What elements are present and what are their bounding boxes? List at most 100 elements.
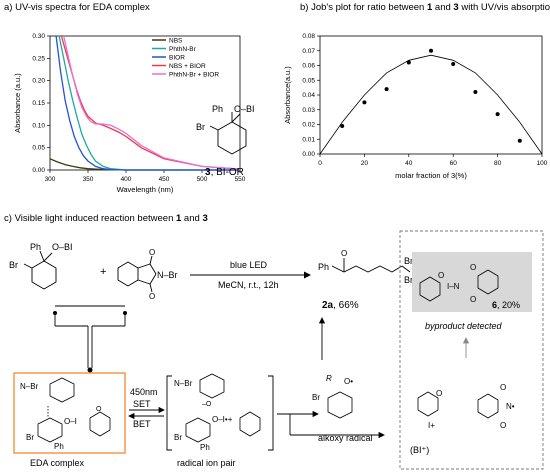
- product-br2-label: Br: [404, 275, 413, 285]
- y-tick-label: 0.01: [302, 136, 315, 143]
- legend-label: NBS + BIOR: [169, 63, 206, 70]
- alkoxy-radical-label: alkoxy radical: [318, 433, 373, 443]
- data-point: [340, 123, 345, 128]
- y-tick-label: 0.03: [302, 107, 315, 114]
- x-tick-label: 400: [121, 176, 132, 183]
- svg-text:Br: Br: [174, 433, 182, 442]
- phthalimide-structure: O N• O: [477, 383, 515, 430]
- svg-text:O: O: [500, 421, 506, 430]
- plus-sign: +: [100, 266, 106, 278]
- reactant-1-structure: O O N–Br: [117, 248, 178, 301]
- alkoxy-radical-structure: R O• Br: [312, 374, 353, 419]
- legend-label: PhthN-Br: [169, 46, 197, 53]
- series-line: [55, 35, 240, 171]
- product-2a-structure: Ph O Br Br: [318, 249, 413, 285]
- nbs-label: N–Br: [157, 270, 178, 280]
- bet-label: BET: [133, 419, 151, 429]
- radical-ion-pair-label: radical ion pair: [177, 458, 236, 468]
- y-tick-label: 0.04: [302, 92, 315, 99]
- condition-bottom: MeCN, r.t., 12h: [218, 280, 279, 290]
- data-point: [429, 48, 433, 53]
- byproduct-6-highlight: [412, 252, 532, 312]
- fit-curve: [319, 54, 543, 155]
- bi-plus-label: (BI⁺): [410, 445, 429, 455]
- x-axis-label: molar fraction of 3(%): [395, 171, 467, 180]
- radical-ion-pair-structure: N–Br –O O–I•+ Br Ph: [174, 373, 261, 452]
- y-tick-label: 0.06: [302, 63, 315, 70]
- svg-text:I+: I+: [428, 421, 435, 430]
- eda-complex-label: EDA complex: [30, 458, 85, 468]
- svg-text:O: O: [470, 295, 476, 304]
- byproduct-6-label: 6, 20%: [492, 300, 520, 310]
- series-line: [63, 35, 241, 170]
- svg-text:O–I: O–I: [64, 417, 77, 426]
- byproduct-box: [399, 230, 544, 470]
- data-point: [384, 87, 389, 92]
- svg-text:Br: Br: [26, 433, 34, 442]
- y-tick-label: 0.10: [32, 122, 45, 129]
- eda-complex-structure: N–Br O–I O Br Ph: [20, 377, 111, 451]
- svg-text:O: O: [341, 249, 347, 258]
- y-tick-label: 0.07: [302, 48, 315, 55]
- x-tick-label: 40: [405, 160, 413, 167]
- set-label: SET: [133, 399, 151, 409]
- legend-label: BIOR: [169, 55, 185, 62]
- struct-br-label: Br: [196, 122, 205, 132]
- y-tick-label: 0.08: [302, 33, 315, 40]
- plot-frame: [319, 35, 543, 155]
- data-point: [451, 62, 456, 67]
- reactant-br-label: Br: [9, 260, 18, 270]
- x-tick-label: 350: [83, 176, 94, 183]
- svg-text:Ph: Ph: [200, 443, 210, 452]
- data-point: [406, 60, 411, 65]
- byproduct-6-structure: O I–N O O: [419, 263, 499, 304]
- svg-text:O–I•+: O–I•+: [212, 415, 233, 424]
- reaction-scheme: Ph O–BI Br + O O N–Br blue LED MeCN, r.t…: [9, 230, 544, 470]
- x-axis-label: Wavelength (nm): [117, 185, 174, 194]
- svg-text:N–Br: N–Br: [174, 379, 193, 388]
- reactant-obi-label: O–BI: [52, 242, 73, 252]
- reactant-ph-label: Ph: [30, 242, 41, 252]
- x-tick-label: 60: [450, 160, 458, 167]
- x-tick-label: 0: [318, 160, 322, 167]
- svg-text:R: R: [326, 374, 332, 383]
- panel-b-title: b) Job's plot for ratio between 1 and 3 …: [300, 2, 550, 13]
- data-point: [362, 100, 367, 105]
- x-tick-label: 80: [494, 160, 502, 167]
- struct-obi-label: O–BI: [234, 104, 255, 114]
- eda-complex-box: [13, 372, 126, 454]
- y-tick-label: 0.20: [32, 78, 45, 85]
- x-tick-label: 300: [45, 176, 56, 183]
- svg-text:Br: Br: [312, 393, 320, 402]
- x-tick-label: 20: [361, 160, 369, 167]
- compound-3-structure: Ph O–BI Br: [196, 104, 255, 155]
- y-tick-label: 0.00: [32, 167, 45, 174]
- compound-3-label: 3, BI-OR: [205, 167, 244, 178]
- svg-text:O: O: [500, 383, 506, 392]
- struct-ph-label: Ph: [212, 104, 223, 114]
- x-tick-label: 450: [159, 176, 170, 183]
- svg-text:O•: O•: [344, 377, 353, 386]
- svg-text:–O: –O: [202, 401, 212, 408]
- legend-label: PhthN-Br + BIOR: [169, 72, 219, 79]
- y-axis-label: Absorbance (a.u.): [13, 73, 22, 133]
- x-tick-label: 500: [197, 176, 208, 183]
- panel-c-title: c) Visible light induced reaction betwee…: [4, 213, 208, 224]
- svg-text:O: O: [96, 406, 102, 413]
- y-tick-label: 0.05: [302, 77, 315, 84]
- y-tick-label: 0.05: [32, 145, 45, 152]
- y-tick-label: 0.25: [32, 55, 45, 62]
- svg-text:N•: N•: [506, 402, 515, 411]
- svg-text:O: O: [149, 248, 155, 257]
- product-2a-label: 2a, 66%: [322, 300, 359, 311]
- svg-text:O: O: [436, 389, 442, 398]
- svg-text:I–N: I–N: [447, 282, 460, 291]
- x-tick-label: 550: [235, 176, 246, 183]
- svg-text:O: O: [149, 292, 155, 301]
- y-tick-label: 0.30: [32, 33, 45, 40]
- bi-cation-structure: O I+: [417, 389, 442, 430]
- panel-a-title: a) UV-vis spectra for EDA complex: [4, 2, 150, 13]
- x-tick-label: 100: [537, 160, 548, 167]
- svg-text:N–Br: N–Br: [20, 382, 39, 391]
